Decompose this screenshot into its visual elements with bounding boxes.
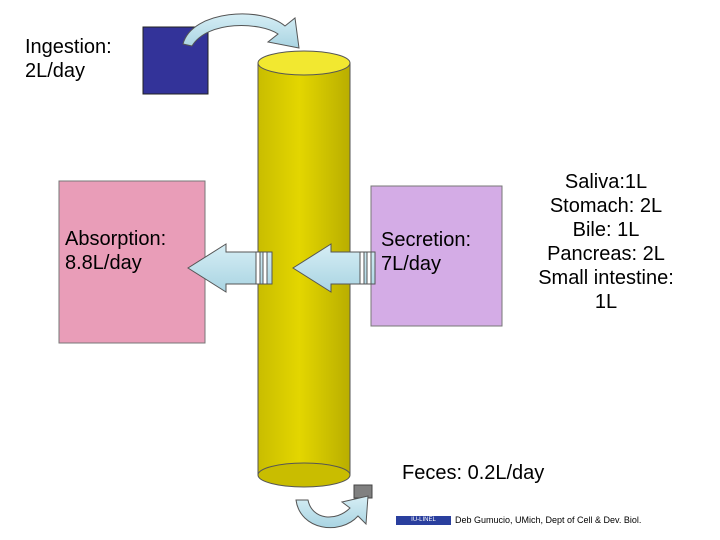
secretion-label: Secretion: 7L/day [381,229,472,275]
source-small-intestine-amount: 1L [594,291,618,313]
secretion-box [370,185,503,327]
source-small-intestine: Small intestine: [538,267,674,289]
credit-logo-text: IU-LINEL [411,517,436,523]
secretion-sources: Saliva:1L Stomach: 2L Bile: 1L Pancreas:… [510,170,702,314]
feces-curved-arrow [295,495,369,529]
absorption-label: Absorption: 8.8L/day [65,228,167,274]
secretion-arrow [292,243,376,293]
ingestion-curved-arrow [182,13,300,49]
credit-logo [396,516,451,525]
source-stomach: Stomach: 2L [549,195,663,217]
credit-text: Deb Gumucio, UMich, Dept of Cell & Dev. … [455,515,642,525]
source-saliva: Saliva:1L [564,171,648,193]
absorption-box [58,180,206,344]
source-pancreas: Pancreas: 2L [547,243,665,265]
feces-label: Feces: 0.2L/day [402,462,545,484]
feces-box [353,484,373,499]
absorption-arrow [187,243,273,293]
source-bile: Bile: 1L [572,219,640,241]
ingestion-label: Ingestion: 2L/day [25,36,112,82]
